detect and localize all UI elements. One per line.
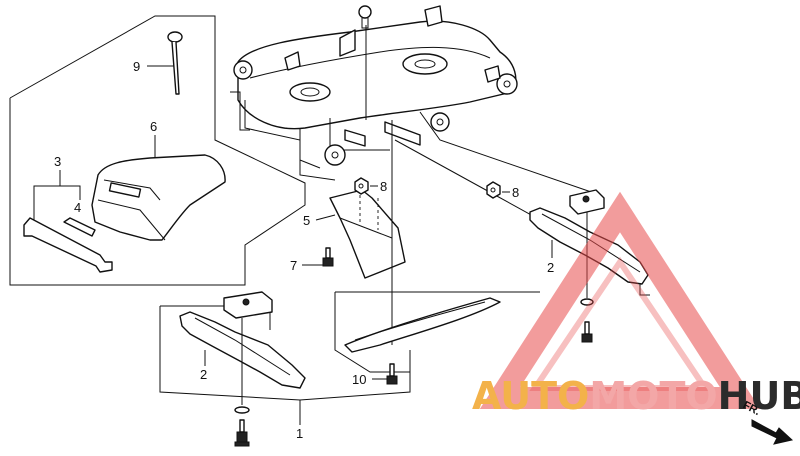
watermark-text: AUTOMOTOHUB [472,374,800,418]
cover-part-6: 6 [91,119,226,241]
lever-part-3: 3 [23,154,113,273]
blade-bolt-left [234,419,250,447]
assembly-boundary [9,15,306,286]
washer-left [234,406,250,414]
mower-deck [230,5,601,196]
washer-right [580,298,594,306]
bracket-part-5: 5 [303,189,406,279]
callout-5: 5 [303,213,310,228]
callout-10: 10 [352,372,366,387]
nut-part-8-left: 8 [354,177,387,195]
callout-2-right: 2 [547,260,554,275]
watermark-auto: AUTO [472,374,589,418]
hook-pin-part-9: 9 [133,31,183,95]
baffle-plate [344,297,501,353]
bolt-part-7: 7 [290,247,334,273]
callout-6: 6 [150,119,157,134]
callout-7: 7 [290,258,297,273]
nut-part-8-right: 8 [486,181,519,200]
blade-adapter-right [569,189,605,215]
blade-adapter-left [223,291,273,319]
watermark-triangle [479,191,761,409]
callout-8-left: 8 [380,179,387,194]
callout-2-left: 2 [200,367,207,382]
callout-4: 4 [74,200,81,215]
callout-3: 3 [54,154,61,169]
blade-bolt-right [581,321,593,343]
watermark-hub: HUB [718,374,800,418]
watermark: AUTOMOTOHUB [472,191,800,418]
arrow-right-icon [751,419,794,445]
callout-8-right: 8 [512,185,519,200]
watermark-moto: MOTO [589,374,717,418]
callout-group-1: 1 [296,400,303,441]
callout-9: 9 [133,59,140,74]
bolt-part-10: 10 [352,363,398,387]
pad-part-4: 4 [63,200,96,237]
callout-1: 1 [296,426,303,441]
